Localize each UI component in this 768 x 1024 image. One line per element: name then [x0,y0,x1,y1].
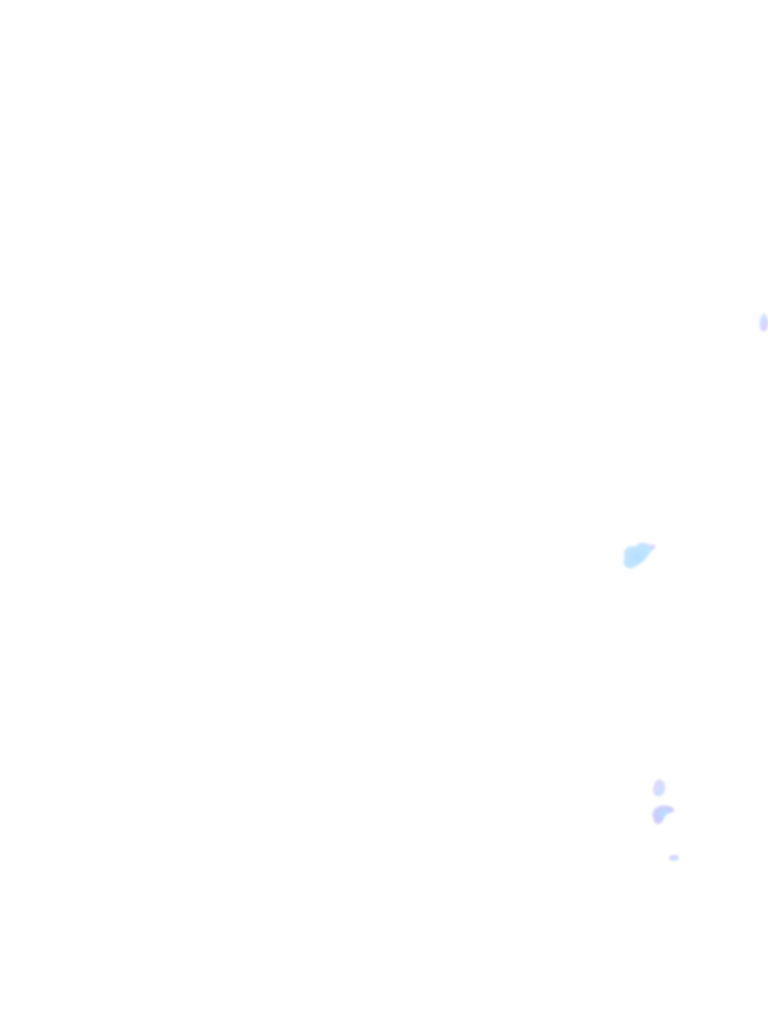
paint-splash-icon [623,543,656,569]
paint-splash-icon [653,779,666,797]
paint-splash-icon [669,855,679,861]
paint-splash-icon [759,313,768,332]
paint-splash-icon [652,805,675,825]
